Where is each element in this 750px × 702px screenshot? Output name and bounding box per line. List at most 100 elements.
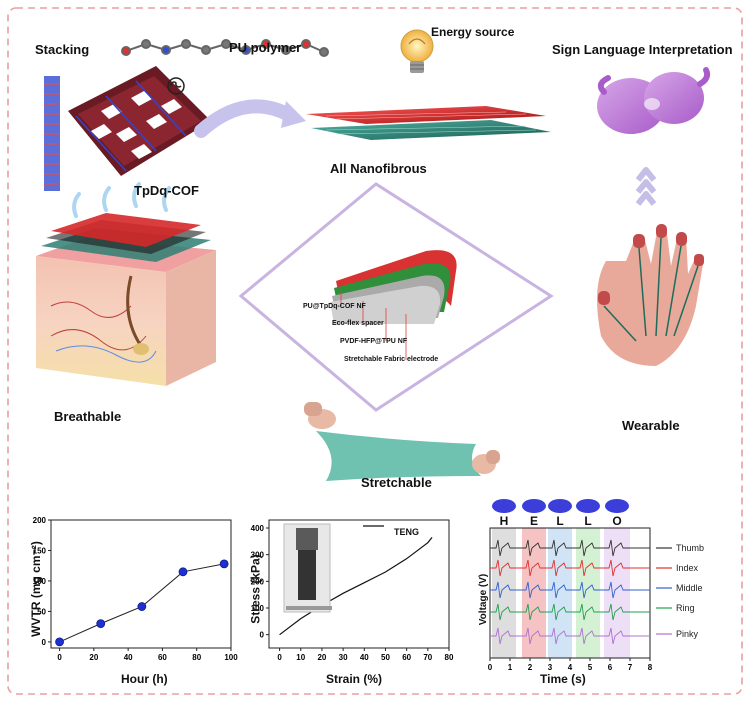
stress-ytick-label: 400: [251, 524, 265, 533]
stress-y-axis-label: Stress (kPa): [248, 554, 263, 624]
tensile-tester-photo: [283, 523, 332, 613]
stress-strain-chart: 0 100 200 300 400 0 10 20 30 40 50 60 70 80: [251, 519, 454, 662]
stress-xtick-label: 30: [339, 653, 348, 662]
device-cross-section: [330, 240, 457, 324]
voltage-xtick-label: 1: [508, 663, 513, 672]
repeat-unit-symbol: [167, 77, 185, 95]
legend-label: Ring: [676, 603, 695, 613]
label-stacking: Stacking: [35, 42, 90, 57]
legend-teng-label: TENG: [394, 527, 420, 537]
wvtr-ytick-label: 200: [33, 516, 47, 525]
letter-band: [522, 528, 546, 658]
wvtr-data-point: [219, 559, 229, 569]
voltage-xtick-label: 8: [648, 663, 653, 672]
label-pu-polymer: PU polymer: [229, 40, 302, 55]
letter-label: L: [556, 514, 563, 528]
legend-label: Thumb: [676, 543, 704, 553]
cof-stack-illustration: [44, 66, 211, 191]
wvtr-xtick-label: 0: [57, 653, 62, 662]
label-layer-2: Eco-flex spacer: [332, 320, 384, 327]
wvtr-xtick-label: 60: [158, 653, 167, 662]
stress-xtick-label: 80: [445, 653, 454, 662]
legend-label: Index: [676, 563, 699, 573]
stress-xtick-label: 50: [381, 653, 390, 662]
stress-plot-frame: [268, 519, 450, 649]
voltage-xtick-label: 3: [548, 663, 553, 672]
stress-ytick-label: 0: [260, 631, 265, 640]
wvtr-ytick-label: 0: [42, 638, 47, 647]
label-layer-3: PVDF-HFP@TPU NF: [340, 338, 408, 345]
letter-band: [576, 528, 600, 658]
nanofiber-layers: [306, 106, 551, 140]
letter-band: [492, 528, 516, 658]
wvtr-data-point: [137, 602, 147, 611]
wvtr-xtick-label: 80: [192, 653, 201, 662]
voltage-xtick-label: 5: [588, 663, 593, 672]
stress-ytick-label: 300: [251, 551, 265, 560]
dashed-border: [7, 7, 743, 695]
voltage-xtick-label: 4: [568, 663, 573, 672]
voltage-signal-line: [490, 559, 650, 577]
legend-label: Middle: [676, 583, 703, 593]
process-arrow-head: [281, 101, 306, 128]
stress-xtick-label: 0: [277, 653, 282, 662]
wvtr-ytick-label: 150: [33, 546, 47, 555]
stress-xtick-label: 10: [296, 653, 305, 662]
label-layer-1: PU@TpDq-COF NF: [303, 303, 366, 310]
pu-polymer-molecule: [121, 39, 329, 57]
wvtr-plot-frame: [50, 519, 232, 649]
letter-band: [604, 528, 630, 658]
voltage-y-axis-label: Voltage (V): [478, 573, 490, 626]
wvtr-data-point: [55, 637, 64, 647]
stress-ytick-label: 100: [251, 604, 265, 613]
label-energy-source: Energy source: [431, 25, 515, 39]
voltage-xtick-label: 6: [608, 663, 613, 672]
stretchable-film-illustration: [304, 402, 500, 481]
stress-x-axis-label: Strain (%): [326, 672, 383, 686]
cof-framework: [68, 66, 211, 176]
glove-hand-icon: [548, 499, 572, 513]
label-layer-4: Stretchable Fabric electrode: [344, 356, 439, 363]
voltage-xtick-label: 7: [628, 663, 633, 672]
layer-callout-lines: [340, 292, 407, 360]
label-all-nanofibrous: All Nanofibrous: [330, 161, 427, 176]
teng-series-line: [279, 536, 433, 636]
skin-block-illustration: [36, 182, 216, 386]
wvtr-ytick-label: 100: [33, 577, 47, 586]
wvtr-y-axis-label: WVTR (mg cm⁻²): [28, 541, 43, 637]
voltage-xtick-label: 2: [528, 663, 533, 672]
stress-xtick-label: 70: [423, 653, 432, 662]
label-breathable: Breathable: [54, 409, 122, 424]
glove-hand-icon: [522, 499, 546, 513]
wearable-hand-illustration: [597, 224, 704, 366]
wvtr-ytick-label: 50: [37, 607, 46, 616]
voltage-signal-line: [490, 581, 650, 599]
voltage-x-axis-label: Time (s): [540, 672, 586, 686]
glove-hand-icon: [576, 499, 600, 513]
letter-label: L: [584, 514, 591, 528]
wvtr-xtick-label: 100: [224, 653, 238, 662]
wvtr-x-axis-label: Hour (h): [121, 672, 168, 686]
stress-xtick-label: 60: [402, 653, 411, 662]
label-tpdq-cof: TpDq-COF: [134, 183, 199, 198]
voltage-signal-line: [490, 603, 650, 621]
glove-hand-icon: [605, 499, 629, 513]
process-arrow: [194, 99, 298, 138]
glove-hand-icon: [492, 499, 516, 513]
letter-band: [548, 528, 572, 658]
lightbulb-icon: [400, 29, 434, 73]
upward-chevrons: [635, 167, 657, 206]
stress-ytick-label: 200: [251, 577, 265, 586]
letter-label: H: [500, 514, 509, 528]
voltage-xtick-label: 0: [488, 663, 493, 672]
stress-xtick-label: 40: [360, 653, 369, 662]
label-sign-language: Sign Language Interpretation: [552, 42, 733, 57]
letter-label: E: [530, 514, 538, 528]
wvtr-xtick-label: 20: [89, 653, 98, 662]
label-wearable: Wearable: [622, 418, 680, 433]
stress-xtick-label: 20: [317, 653, 326, 662]
